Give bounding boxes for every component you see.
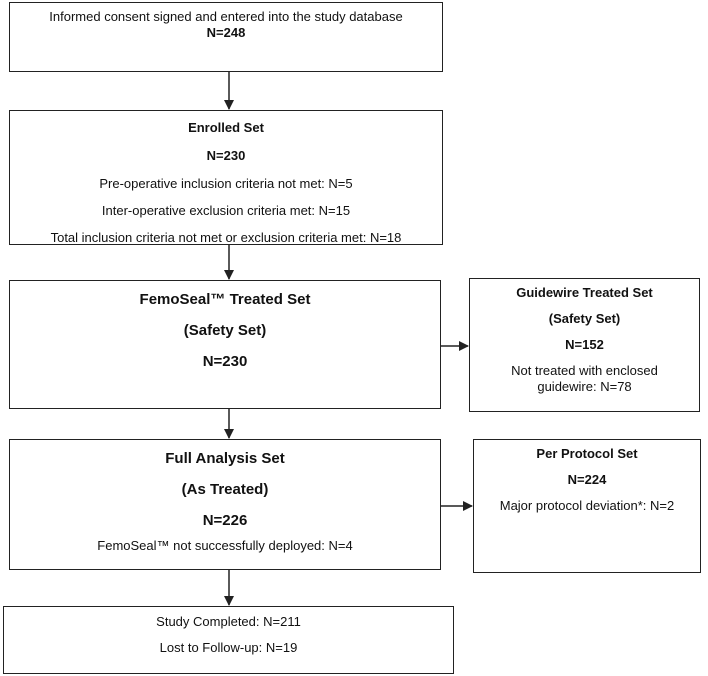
fas-title: Full Analysis Set — [165, 450, 285, 467]
pp-note: Major protocol deviation*: N=2 — [499, 498, 675, 513]
enrolled-set-box: Enrolled Set N=230 Pre-operative inclusi… — [9, 110, 443, 245]
femoseal-treated-set-box: FemoSeal™ Treated Set (Safety Set) N=230 — [9, 280, 441, 409]
guidewire-count: N=152 — [565, 337, 604, 352]
enrolled-count: N=230 — [206, 148, 246, 163]
completion-box: Study Completed: N=211 Lost to Follow-up… — [3, 606, 454, 674]
completed-line: Study Completed: N=211 — [156, 614, 301, 629]
consent-box: Informed consent signed and entered into… — [9, 2, 443, 72]
fas-note: FemoSeal™ not successfully deployed: N=4 — [97, 538, 353, 553]
consent-text: Informed consent signed and entered into… — [49, 9, 403, 24]
full-analysis-set-box: Full Analysis Set (As Treated) N=226 Fem… — [9, 439, 441, 570]
enrolled-total-line: Total inclusion criteria not met or excl… — [50, 230, 402, 245]
pp-title: Per Protocol Set — [536, 446, 638, 461]
fas-count: N=226 — [202, 512, 248, 529]
guidewire-note: Not treated with enclosed guidewire: N=7… — [511, 363, 658, 394]
guidewire-title: Guidewire Treated Set — [516, 285, 653, 300]
guidewire-treated-set-box: Guidewire Treated Set (Safety Set) N=152… — [469, 278, 700, 412]
femoseal-subtitle: (Safety Set) — [183, 322, 267, 339]
fas-subtitle: (As Treated) — [181, 481, 269, 498]
enrolled-title: Enrolled Set — [188, 120, 264, 135]
enrolled-interop-line: Inter-operative exclusion criteria met: … — [101, 203, 351, 218]
guidewire-subtitle: (Safety Set) — [548, 311, 621, 326]
femoseal-count: N=230 — [202, 353, 248, 370]
consent-count: N=248 — [206, 25, 246, 40]
lost-line: Lost to Follow-up: N=19 — [159, 640, 298, 655]
per-protocol-set-box: Per Protocol Set N=224 Major protocol de… — [473, 439, 701, 573]
femoseal-title: FemoSeal™ Treated Set — [139, 291, 311, 308]
pp-count: N=224 — [567, 472, 607, 487]
enrolled-preop-line: Pre-operative inclusion criteria not met… — [99, 176, 353, 191]
